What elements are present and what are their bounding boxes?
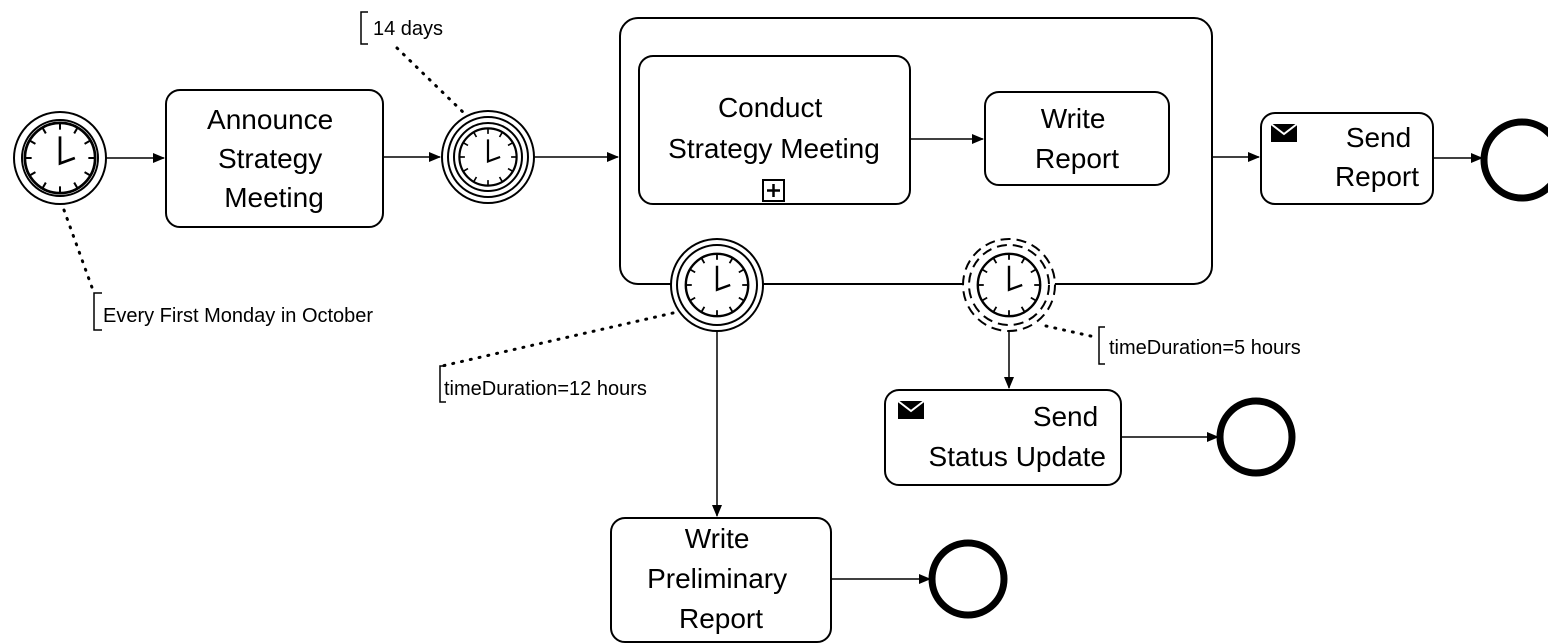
annotation-start-timer: Every First Monday in October (93, 292, 373, 331)
boundary-timer-non-interrupting[interactable] (962, 238, 1056, 332)
end-event-status[interactable] (1216, 397, 1296, 477)
task-label: Send Report (1335, 122, 1419, 192)
intermediate-timer-event[interactable] (441, 110, 535, 204)
clock-icon (458, 127, 518, 187)
clock-icon (684, 252, 750, 318)
end-event-main[interactable] (1480, 118, 1548, 202)
task-send-status-update[interactable]: Send Status Update (884, 389, 1122, 486)
envelope-icon (897, 400, 925, 420)
task-write-preliminary-report[interactable]: Write Preliminary Report (610, 517, 832, 643)
annotation-boundary-interrupting: timeDuration=12 hours (439, 365, 647, 403)
clock-icon (23, 121, 97, 195)
task-label: Conduct Strategy Meeting (668, 92, 880, 164)
task-write-report[interactable]: Write Report (984, 91, 1170, 186)
boundary-timer-interrupting[interactable] (670, 238, 764, 332)
annotation-boundary-non-interrupting: timeDuration=5 hours (1098, 326, 1301, 365)
svg-text:14 days: 14 days (373, 18, 443, 40)
association-boundary-interrupting (440, 311, 675, 368)
task-announce-strategy-meeting[interactable]: Announce Strategy Meeting (165, 89, 384, 228)
annotation-intermediate-timer: 14 days (360, 11, 443, 45)
svg-text:timeDuration=5 hours: timeDuration=5 hours (1109, 337, 1301, 359)
sequence-flows (106, 134, 1483, 584)
task-send-report[interactable]: Send Report (1260, 112, 1434, 205)
task-label: Write Report (1035, 103, 1119, 174)
association-intermediate (395, 46, 468, 117)
subprocess-conduct-strategy-meeting[interactable]: Conduct Strategy Meeting (638, 55, 911, 205)
end-event-preliminary[interactable] (928, 539, 1008, 619)
svg-text:Every First Monday in October: Every First Monday in October (103, 305, 373, 327)
clock-icon (976, 252, 1042, 318)
task-label: Send Status Update (929, 401, 1106, 472)
associations (62, 46, 1097, 368)
association-start (62, 208, 96, 295)
task-label: Announce Strategy Meeting (207, 104, 341, 213)
task-label: Write Preliminary Report (647, 523, 795, 634)
association-boundary-non-interrupting (1044, 324, 1097, 339)
envelope-icon (1270, 123, 1298, 143)
plus-square-icon (762, 179, 785, 202)
start-timer-event[interactable] (13, 111, 107, 205)
svg-text:timeDuration=12 hours: timeDuration=12 hours (444, 378, 647, 400)
